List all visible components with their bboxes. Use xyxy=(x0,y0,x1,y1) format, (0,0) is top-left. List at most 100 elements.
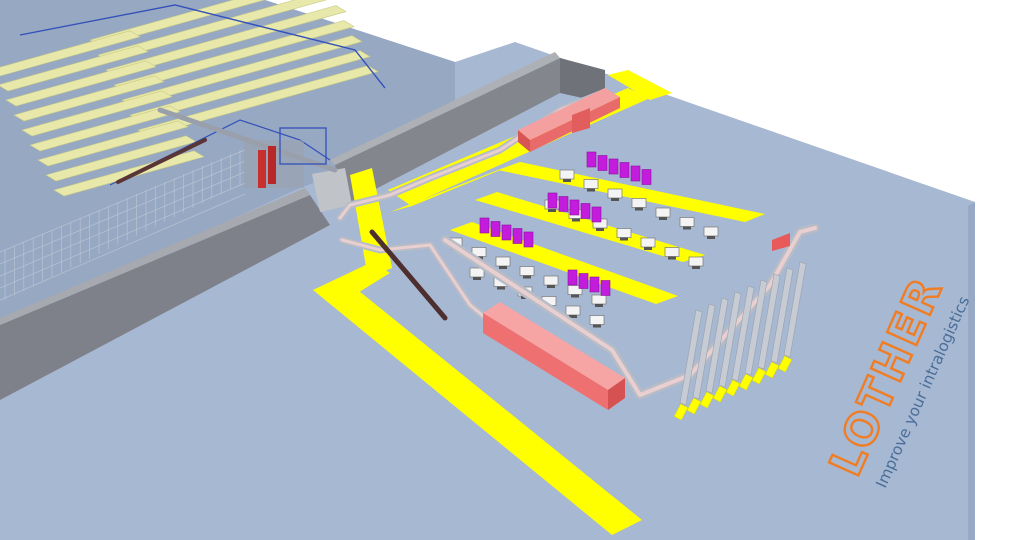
workstation-base xyxy=(548,209,556,212)
picking-bin xyxy=(569,199,580,216)
stair-block xyxy=(312,168,352,212)
buffer-block-large-front xyxy=(483,313,608,410)
picking-bin xyxy=(567,269,578,286)
sorter-lane xyxy=(718,291,742,388)
buffer-block-top xyxy=(518,88,620,140)
picking-bin xyxy=(608,158,619,175)
workstation-base xyxy=(499,266,507,269)
lane-floor-pad xyxy=(673,403,689,421)
picking-bin xyxy=(490,221,501,237)
buffer-block-large-top xyxy=(483,302,625,390)
workstation xyxy=(543,275,559,286)
picking-bin xyxy=(479,217,490,234)
workstation-base xyxy=(473,277,481,280)
workstation-base xyxy=(571,294,579,298)
picking-bin xyxy=(641,169,652,185)
picking-bin xyxy=(619,162,630,178)
workstation-base xyxy=(692,266,700,269)
sorter-lane xyxy=(783,261,807,358)
marking-right-top xyxy=(608,70,672,100)
rack-row xyxy=(5,60,157,107)
workstation-base xyxy=(683,226,691,230)
workstation xyxy=(519,266,535,276)
picking-bin xyxy=(512,228,523,244)
buffer-block-large-end xyxy=(608,378,625,410)
wall-pillar xyxy=(560,58,605,103)
workstation-base xyxy=(620,237,628,241)
workstation-base xyxy=(635,207,643,211)
workstation xyxy=(664,247,680,257)
grid-wall-rail xyxy=(0,193,246,301)
workstation xyxy=(679,217,695,227)
workstation-base xyxy=(587,188,595,192)
floor-edge-shadow xyxy=(968,202,975,540)
workstation-base xyxy=(547,285,555,288)
rack-row xyxy=(37,120,189,167)
sorter-lane xyxy=(679,309,703,406)
workstation xyxy=(591,294,607,305)
picking-bin xyxy=(589,276,600,293)
marking-row-3 xyxy=(450,222,678,304)
workstation xyxy=(640,237,656,248)
workstation-base xyxy=(611,198,619,201)
workstation-base xyxy=(644,247,652,250)
sorter-lanes xyxy=(673,261,807,421)
picking-bin xyxy=(600,280,611,296)
rack-row xyxy=(29,105,181,152)
picking-bin xyxy=(547,192,558,209)
workstation-base xyxy=(593,324,601,328)
picking-bin xyxy=(523,231,534,248)
workstation-base xyxy=(497,286,505,290)
workstation-base xyxy=(668,256,676,260)
buffer-block-top-side xyxy=(518,130,530,152)
tower-red-unit xyxy=(258,150,266,188)
sorter-lane xyxy=(731,285,755,382)
lane-floor-pad xyxy=(712,385,728,403)
sorter-lane xyxy=(744,279,768,376)
lane-floor-pad xyxy=(699,391,715,409)
marking-row-1-left xyxy=(390,162,520,212)
workstation xyxy=(655,207,671,218)
incline-conveyor xyxy=(369,229,448,321)
buffer-block-small xyxy=(572,108,590,133)
workstation-base xyxy=(569,315,577,318)
workstation xyxy=(559,169,575,180)
workstation xyxy=(495,256,511,267)
rack-row xyxy=(0,30,141,77)
grid-wall-rail xyxy=(0,149,246,253)
picking-bin xyxy=(501,224,512,241)
sorter-lane xyxy=(770,267,794,364)
workstation-base xyxy=(707,236,715,239)
picking-bin xyxy=(597,155,608,171)
buffer-block-small-2 xyxy=(772,233,790,251)
marking-outer-left xyxy=(313,278,642,535)
lane-floor-pad xyxy=(751,367,767,385)
grid-wall-rail xyxy=(0,160,246,265)
rack-row xyxy=(13,75,165,122)
sorter-lane xyxy=(692,303,716,400)
workstation xyxy=(616,228,632,238)
workstation-base xyxy=(659,217,667,220)
mezzanine-railing xyxy=(19,4,386,89)
workstation-base xyxy=(596,228,604,231)
lane-floor-pad xyxy=(686,397,702,415)
grid-wall-rail xyxy=(0,171,246,277)
retaining-wall-left-top xyxy=(0,188,310,325)
picking-bin xyxy=(591,206,602,223)
workstation xyxy=(688,256,704,267)
pallet-racking xyxy=(0,0,379,197)
retaining-wall-left xyxy=(0,195,330,400)
lane-floor-pad xyxy=(725,379,741,397)
workstation xyxy=(607,188,623,199)
workstation-base xyxy=(595,304,603,307)
grid-wall-rail xyxy=(0,182,246,289)
picking-bin xyxy=(580,203,591,219)
tower-cage xyxy=(279,127,327,165)
rack-row xyxy=(0,45,149,92)
workstation xyxy=(589,315,605,325)
picking-bin xyxy=(630,165,641,182)
picking-bin xyxy=(586,151,597,168)
picking-bin xyxy=(578,273,589,289)
tower-red-unit-2 xyxy=(268,146,276,184)
